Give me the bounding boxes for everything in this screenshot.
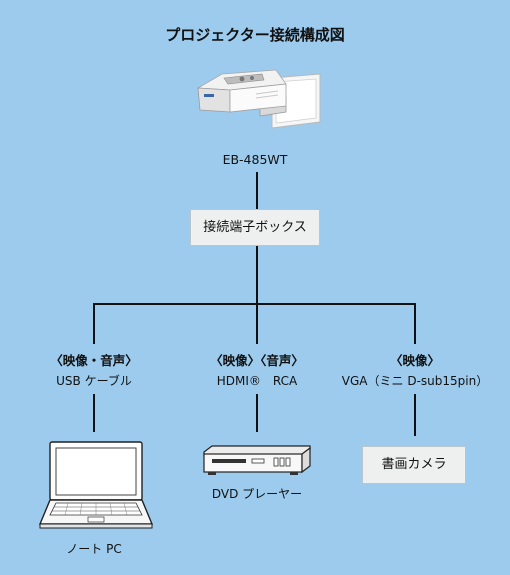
dvd-player-icon [203, 445, 311, 475]
branch-signal-usb: 〈映像・音声〉 [50, 353, 138, 368]
terminal-box: 接続端子ボックス [190, 209, 320, 246]
connector-to-laptop [93, 394, 95, 432]
connector-drop-left [93, 303, 95, 344]
branch-cable-hdmi: HDMI® RCA [216, 374, 298, 388]
branch-cable-vga: VGA（ミニ D-sub15pin） [341, 374, 489, 388]
connector-drop-right [414, 303, 416, 344]
projector-model-label: EB-485WT [222, 152, 288, 167]
laptop-icon [38, 441, 154, 529]
branch-cable-usb: USB ケーブル [56, 374, 132, 388]
connector-hub-bus [256, 246, 258, 304]
connector-to-camera [414, 394, 416, 436]
diagram-title: プロジェクター接続構成図 [165, 26, 345, 44]
connector-to-dvd [256, 394, 258, 432]
connector-projector-hub [256, 172, 258, 209]
projector-icon [196, 69, 321, 129]
connector-drop-center [256, 303, 258, 344]
branch-signal-hdmi: 〈映像〉〈音声〉 [210, 353, 304, 368]
device-label-dvd: DVD プレーヤー [211, 487, 303, 501]
connector-bus [93, 303, 416, 305]
branch-signal-vga: 〈映像〉 [389, 353, 440, 368]
document-camera-box: 書画カメラ [362, 446, 466, 484]
device-label-laptop: ノート PC [66, 542, 122, 556]
